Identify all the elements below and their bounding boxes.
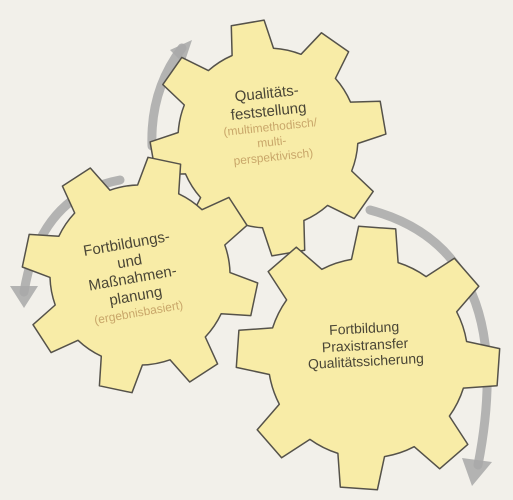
arrowhead-upper-left <box>170 40 192 64</box>
gear-top <box>149 19 387 257</box>
gears <box>21 19 501 491</box>
arrowhead-left <box>10 286 38 308</box>
gear-top-label: Qualitäts- feststellung (multimethodisch… <box>191 77 349 173</box>
gear-right-label: Fortbildung Praxistransfer Qualitätssich… <box>284 316 446 374</box>
gear-right <box>235 225 501 491</box>
gear-left <box>21 156 259 394</box>
arrowhead-right <box>462 458 492 486</box>
arrow-upper-left <box>147 43 187 151</box>
